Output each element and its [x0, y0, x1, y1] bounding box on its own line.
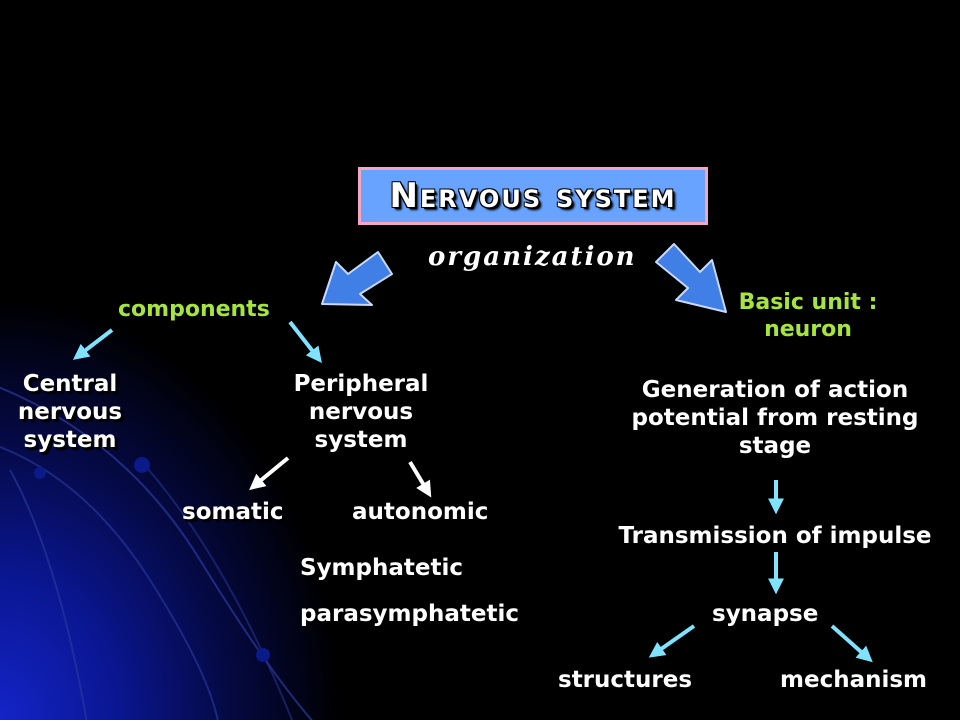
somatic-label: somatic — [182, 499, 284, 525]
organization-label: organization — [428, 242, 637, 272]
sympathetic-label: Symphatetic — [300, 555, 463, 581]
arrow-to-mechanism — [830, 624, 873, 663]
decor-dot — [256, 648, 270, 662]
big-arrow-left — [321, 251, 393, 306]
generation-of-action-potential: Generation of action potential from rest… — [631, 377, 919, 460]
big-arrow-right — [655, 243, 727, 313]
central-nervous-system: Central nervous system — [17, 371, 123, 454]
arrow-to-structures — [648, 624, 696, 658]
basic-unit-heading: Basic unit : neuron — [738, 290, 878, 342]
arrow-to-somatic — [249, 456, 290, 491]
arrow-to-autonomic — [408, 460, 432, 498]
peripheral-nervous-system: Peripheral nervous system — [293, 371, 429, 454]
structures-label: structures — [558, 667, 693, 693]
parasympathetic-label: parasymphatetic — [300, 601, 519, 627]
synapse-label: synapse — [712, 601, 819, 627]
arrow-to-central — [72, 328, 114, 360]
decor-dot — [134, 457, 150, 473]
mechanism-label: mechanism — [780, 667, 928, 693]
diagram-title: Nervous system — [389, 176, 677, 216]
transmission-of-impulse: Transmission of impulse — [618, 523, 932, 549]
components-heading: components — [118, 297, 270, 322]
arrow-to-peripheral — [288, 320, 322, 364]
autonomic-label: autonomic — [352, 499, 489, 525]
title-box: Nervous system — [358, 167, 708, 225]
decor-dot — [34, 467, 46, 479]
